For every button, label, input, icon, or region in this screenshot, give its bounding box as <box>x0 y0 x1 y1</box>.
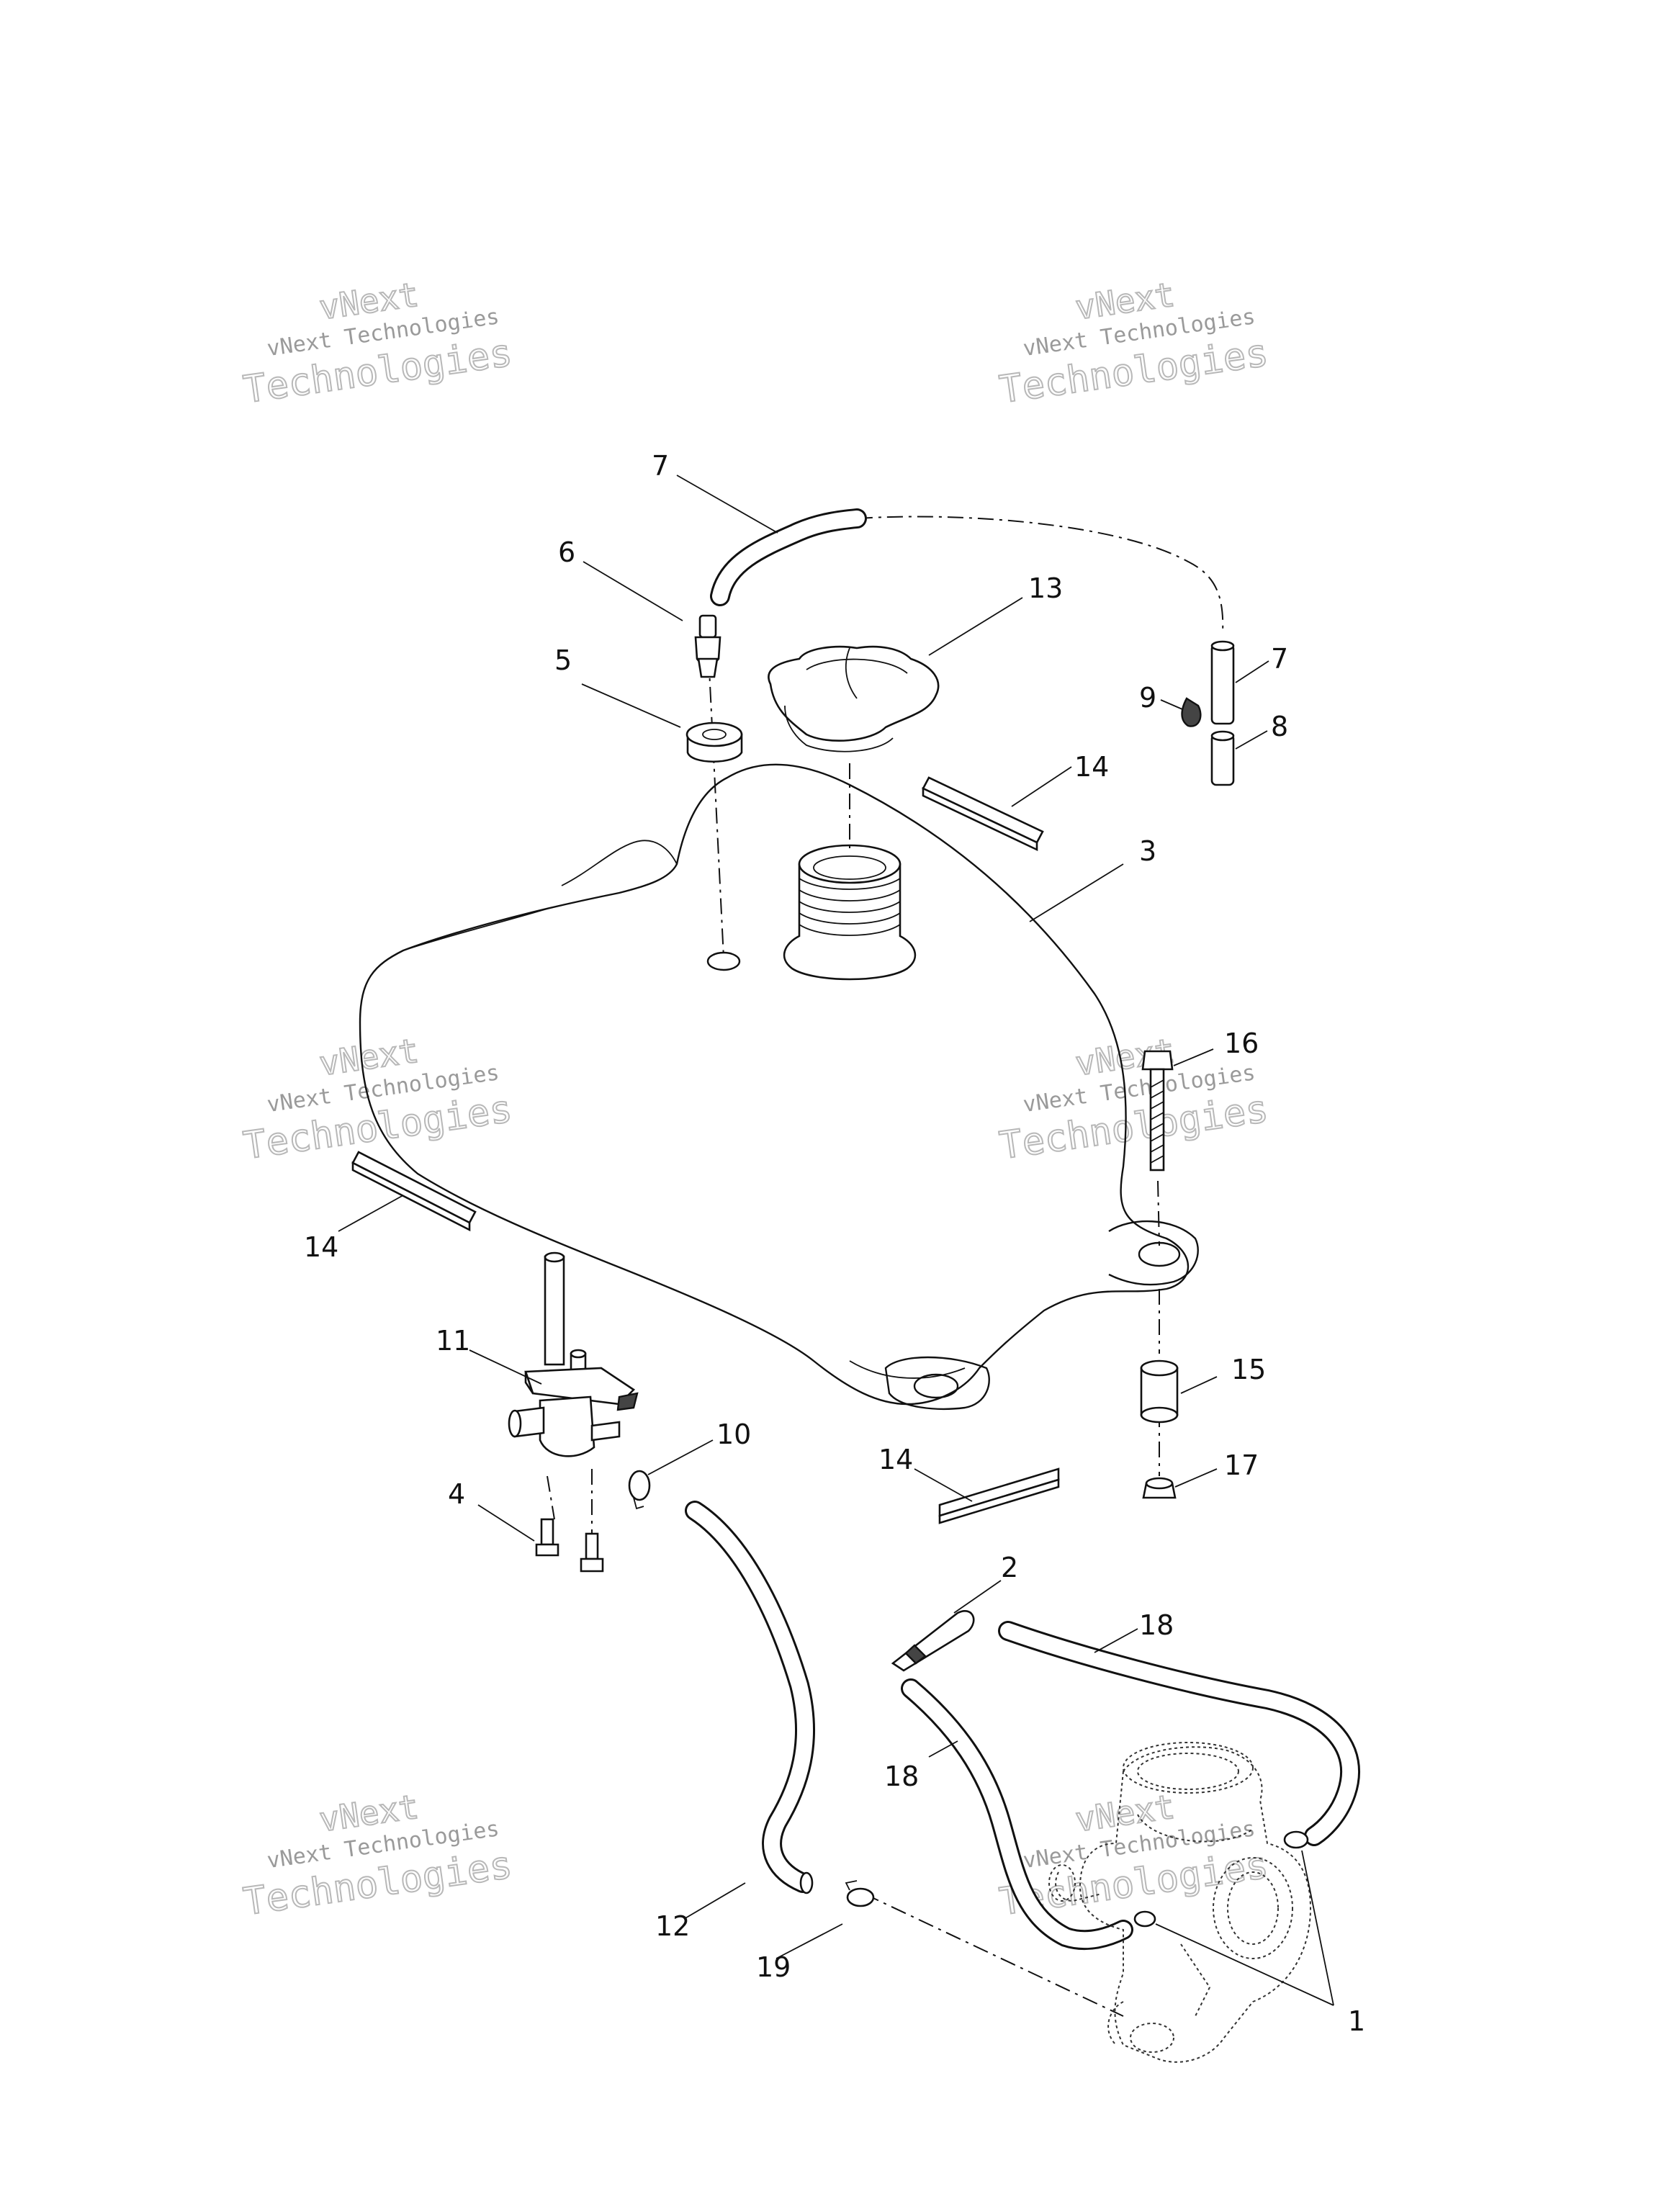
callout-16: 16 <box>1224 1028 1259 1059</box>
watermark-top-right: vNext vNext Technologies Technologies <box>997 274 1272 413</box>
callout-9: 9 <box>1139 682 1156 714</box>
valve-screw-1 <box>535 1518 559 1557</box>
callout-4: 4 <box>448 1478 465 1510</box>
valve-screw-2 <box>580 1532 604 1573</box>
spacer <box>1140 1359 1179 1424</box>
callout-7-right: 7 <box>1271 643 1288 675</box>
watermark-bottom-left: vNext vNext Technologies Technologies <box>240 1786 516 1925</box>
filler-neck <box>783 844 917 981</box>
callout-18-lower: 18 <box>884 1761 919 1792</box>
mounting-bolt <box>1141 1050 1174 1172</box>
fuel-tank <box>359 763 1199 1410</box>
grommet <box>685 721 743 763</box>
callout-12: 12 <box>655 1910 690 1942</box>
cable-tie <box>891 1610 975 1672</box>
nut <box>1142 1477 1177 1499</box>
hose-plug <box>1210 730 1235 786</box>
callout-10: 10 <box>716 1419 751 1450</box>
tank-pad-left <box>351 1151 477 1232</box>
tank-pad-top <box>922 776 1044 852</box>
leader-lines <box>338 475 1334 2006</box>
fuel-valve <box>508 1251 639 1457</box>
vent-valve <box>694 614 721 678</box>
assembly-lines <box>547 516 1224 2017</box>
callout-3: 3 <box>1139 835 1156 867</box>
hose-clamp-lower <box>845 1880 875 1907</box>
callout-11: 11 <box>436 1325 470 1357</box>
callout-8: 8 <box>1271 711 1288 742</box>
watermark-middle-left: vNext vNext Technologies Technologies <box>240 1030 516 1169</box>
callout-1: 1 <box>1348 2005 1365 2037</box>
watermark-top-left: vNext vNext Technologies Technologies <box>240 274 516 413</box>
callout-14-bottom: 14 <box>878 1444 913 1475</box>
callout-19: 19 <box>756 1951 791 1983</box>
callouts: 7 6 5 13 7 9 8 14 3 16 14 11 10 15 14 17… <box>304 450 1365 2037</box>
breather-hose-upper <box>998 1621 1360 1846</box>
callout-14-top: 14 <box>1074 751 1109 783</box>
carb-clamp-1 <box>1283 1830 1309 1849</box>
callout-5: 5 <box>554 644 572 676</box>
carb-clamp-2 <box>1133 1910 1156 1928</box>
tank-pad-bottom <box>938 1467 1060 1524</box>
fuel-cap <box>768 645 940 752</box>
callout-14-left: 14 <box>304 1231 338 1263</box>
callout-13: 13 <box>1028 572 1063 604</box>
callout-17: 17 <box>1224 1449 1259 1481</box>
hose-segment <box>1210 640 1235 725</box>
callout-6: 6 <box>558 536 575 568</box>
callout-15: 15 <box>1231 1354 1266 1385</box>
check-valve <box>1181 697 1202 727</box>
carburetor <box>1048 1742 1312 2063</box>
callout-7-top: 7 <box>652 450 669 482</box>
callout-18-upper: 18 <box>1139 1609 1174 1641</box>
hose-clamp-upper <box>628 1470 651 1510</box>
callout-2: 2 <box>1001 1552 1018 1583</box>
